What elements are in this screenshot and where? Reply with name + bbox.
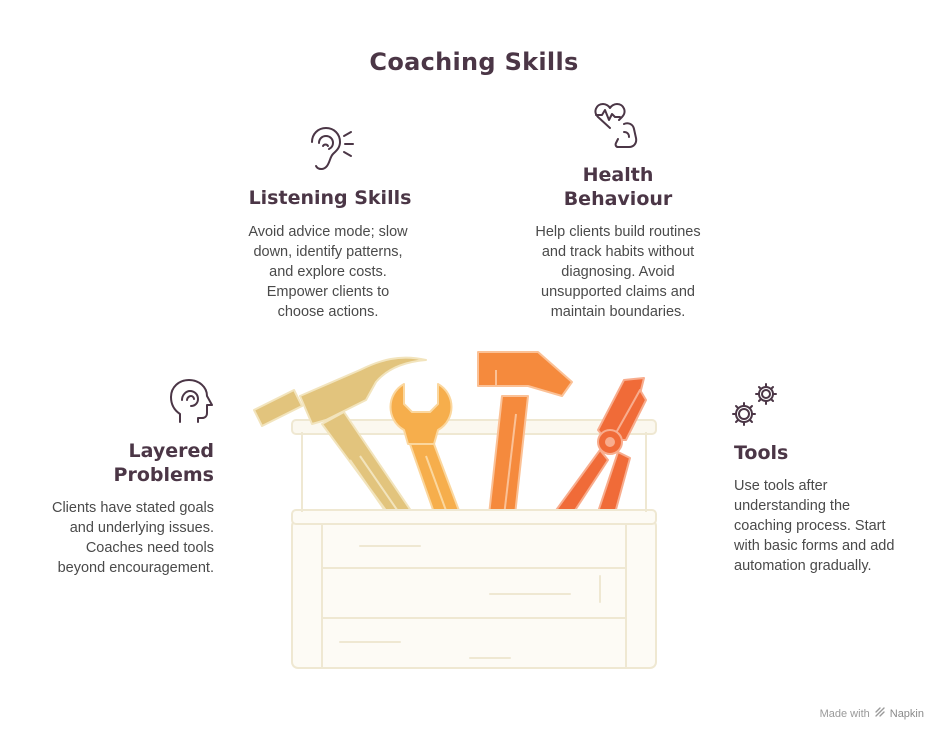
- layered-problems-description: Clients have stated goals and underlying…: [51, 500, 214, 576]
- layered-problems-heading: Layered Problems: [113, 440, 214, 486]
- listening-skills-description: Avoid advice mode; slow down, identify p…: [248, 224, 408, 320]
- made-with-napkin-footer[interactable]: Made with Napkin: [820, 706, 924, 721]
- hammer-shape: [253, 356, 427, 525]
- head-brain-icon: [166, 376, 216, 426]
- health-behaviour-description: Help clients build routines and track ha…: [535, 224, 701, 320]
- napkin-brand-label: Napkin: [889, 707, 924, 720]
- page-title: Coaching Skills: [369, 48, 579, 76]
- toolbox-icon: [291, 419, 657, 669]
- tools-heading: Tools: [734, 442, 789, 464]
- napkin-logo-icon: [874, 706, 886, 721]
- gears-icon: [730, 378, 782, 430]
- toolbox-illustration: [240, 340, 680, 685]
- heart-muscle-icon: [590, 100, 646, 154]
- made-with-label: Made with: [819, 707, 870, 720]
- health-behaviour-heading: Health Behaviour: [563, 164, 673, 210]
- pliers-shape: [545, 377, 647, 525]
- mallet-shape: [477, 351, 573, 525]
- ear-icon: [304, 124, 356, 176]
- listening-skills-heading: Listening Skills: [248, 187, 412, 209]
- tools-description: Use tools after understanding the coachi…: [734, 478, 895, 574]
